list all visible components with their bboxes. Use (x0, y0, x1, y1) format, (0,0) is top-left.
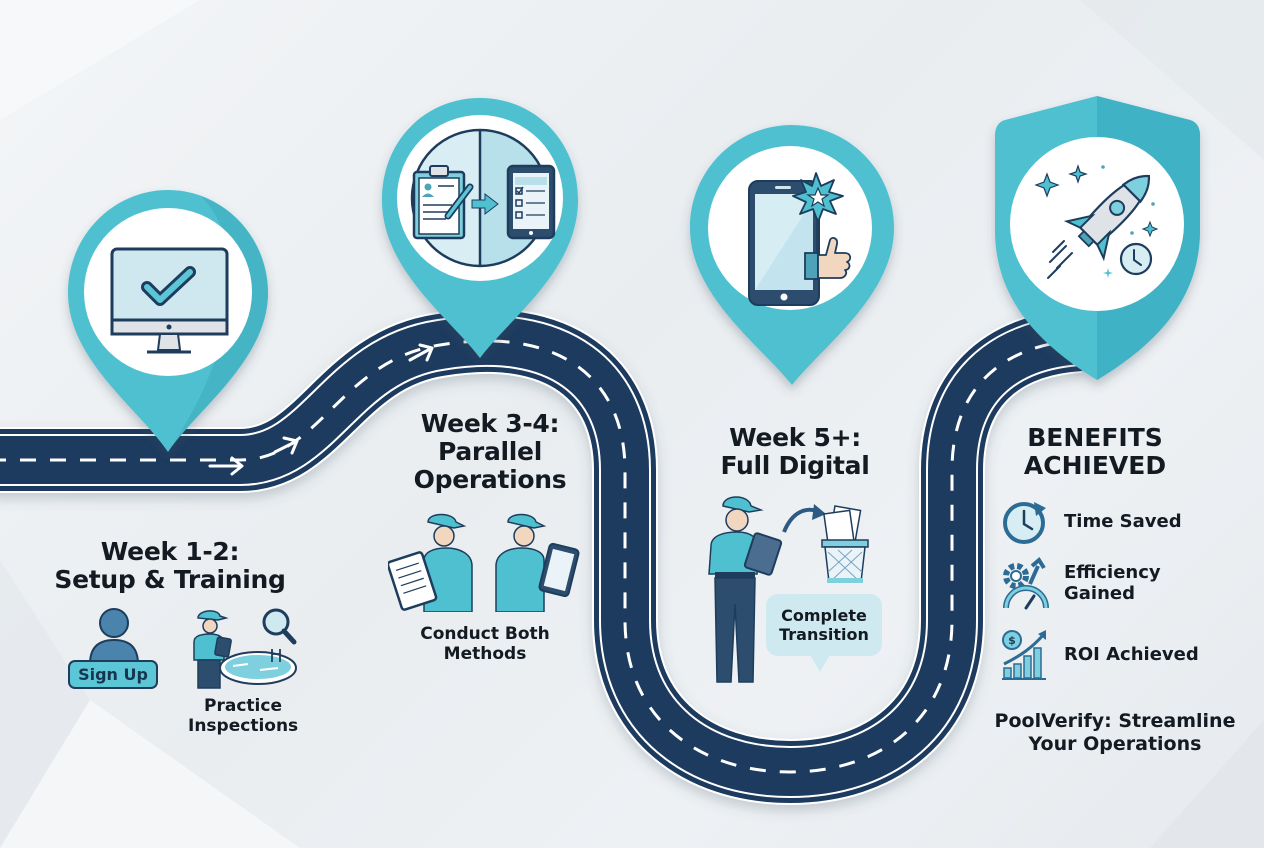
stage-2-heading-line1: Week 3-4: (420, 409, 560, 438)
caption-line2: Methods (443, 644, 527, 665)
conduct-both-methods-label: Conduct Both Methods (400, 624, 570, 665)
stage-3-heading-line1: Week 5+: (729, 423, 861, 452)
stage-1-heading-line1: Week 1-2: (100, 537, 240, 566)
gear-gauge-arrow-icon (1003, 556, 1049, 610)
stage-1-heading-line2: Setup & Training (54, 565, 286, 594)
tagline-line1: PoolVerify: Streamline (994, 710, 1236, 732)
benefit-roi-achieved: $ ROI Achieved (1000, 628, 1199, 682)
time-saved-label: Time Saved (1064, 510, 1182, 532)
benefits-heading-line1: BENEFITS (1027, 423, 1163, 452)
dollar-growth-chart-icon: $ (1002, 630, 1046, 680)
efficiency-gained-label: Efficiency Gained (1064, 563, 1161, 604)
efficiency-line2: Gained (1064, 583, 1135, 604)
inspector-tablet-icon (495, 513, 580, 612)
paper-to-trash-icon (782, 504, 869, 583)
user-icon (88, 608, 140, 665)
sign-up-badge: Sign Up (68, 660, 158, 689)
tagline-line2: Your Operations (1028, 732, 1202, 755)
inspector-pool-icon (193, 608, 297, 689)
inspector-full-digital-icon (708, 496, 783, 683)
benefits-heading-line2: ACHIEVED (1023, 451, 1167, 480)
caption-line1: Conduct Both (420, 624, 550, 644)
stage-2-heading: Week 3-4: Parallel Operations (390, 410, 590, 494)
inspector-clipboard-icon (388, 513, 473, 612)
stage-3-heading-line2: Full Digital (720, 451, 870, 480)
complete-transition-bubble: Complete Transition (766, 594, 882, 672)
bubble-line2: Transition (779, 625, 869, 644)
practice-label-line1: Practice (204, 696, 282, 716)
practice-inspections-label: Practice Inspections (188, 696, 298, 737)
benefit-efficiency-gained: Efficiency Gained (1000, 556, 1161, 612)
efficiency-line1: Efficiency (1064, 562, 1161, 584)
benefit-time-saved: Time Saved (1000, 496, 1182, 548)
stage-2-heading-line3: Operations (413, 465, 567, 494)
stage-2-heading-line2: Parallel (438, 437, 542, 466)
roi-achieved-label: ROI Achieved (1064, 643, 1199, 665)
bubble-line1: Complete (781, 605, 867, 625)
svg-text:$: $ (1008, 634, 1016, 647)
stage-3-heading: Week 5+: Full Digital (700, 424, 890, 480)
stage-1-heading: Week 1-2: Setup & Training (40, 538, 300, 594)
tagline: PoolVerify: Streamline Your Operations (980, 710, 1250, 756)
clock-refresh-icon (1003, 502, 1046, 544)
practice-label-line2: Inspections (188, 716, 299, 737)
benefits-heading: BENEFITS ACHIEVED (1010, 424, 1180, 480)
